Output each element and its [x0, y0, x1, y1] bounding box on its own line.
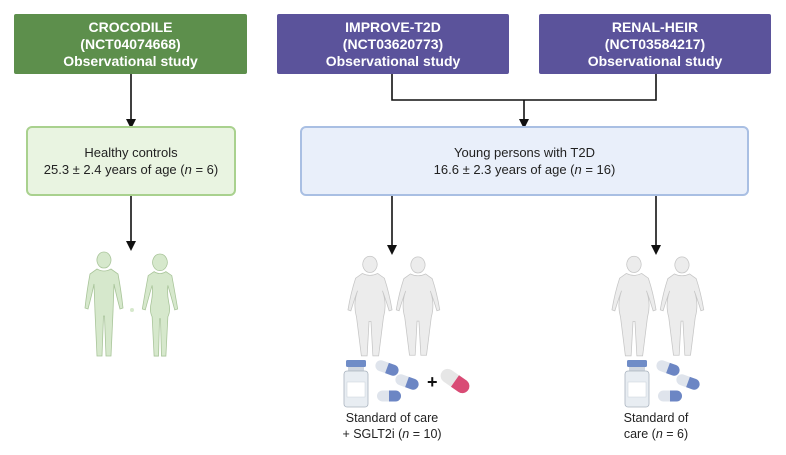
study-type: Observational study: [587, 52, 723, 69]
vial-icon: [624, 360, 650, 408]
healthy-controls-figures: [84, 251, 179, 357]
study-name: CROCODILE: [88, 18, 173, 35]
study-id: (NCT03584217): [604, 35, 706, 52]
population-box-healthy: Healthy controls 25.3 ± 2.4 years of age…: [26, 126, 236, 196]
study-box-crocodile: CROCODILE (NCT04074668) Observational st…: [14, 14, 247, 74]
population-label: Young persons with T2D: [454, 145, 595, 160]
population-label: Healthy controls: [84, 145, 178, 160]
soc-medication-icon: [624, 360, 700, 408]
standard-of-care-medication-icon: +: [343, 360, 470, 408]
merge-line-studies: [391, 74, 657, 101]
vial-icon: [343, 360, 369, 408]
sglt2i-capsule-icon: [440, 368, 470, 394]
study-id: (NCT03620773): [342, 35, 444, 52]
t2d-sglt2i-figures: [347, 255, 441, 357]
population-age: 25.3 ± 2.4 years of age (n = 6): [43, 162, 219, 177]
population-age: 16.6 ± 2.3 years of age (n = 16): [433, 162, 616, 177]
study-box-improve-t2d: IMPROVE-T2D (NCT03620773) Observational …: [277, 14, 509, 74]
t2d-soc-figures: [611, 255, 705, 357]
study-type: Observational study: [63, 52, 198, 69]
soc-group-caption: Standard of care (n = 6): [623, 411, 689, 441]
sglt2i-group-caption: Standard of care + SGLT2i (n = 10): [342, 411, 442, 441]
capsule-icon: [375, 360, 419, 402]
population-box-t2d: Young persons with T2D 16.6 ± 2.3 years …: [300, 126, 749, 196]
plus-sign: +: [427, 372, 438, 392]
capsule-icon: [656, 360, 700, 402]
study-type: Observational study: [325, 52, 461, 69]
study-box-renal-heir: RENAL-HEIR (NCT03584217) Observational s…: [539, 14, 771, 74]
study-id: (NCT04074668): [80, 35, 181, 52]
study-name: IMPROVE-T2D: [345, 18, 441, 35]
study-name: RENAL-HEIR: [611, 18, 699, 35]
